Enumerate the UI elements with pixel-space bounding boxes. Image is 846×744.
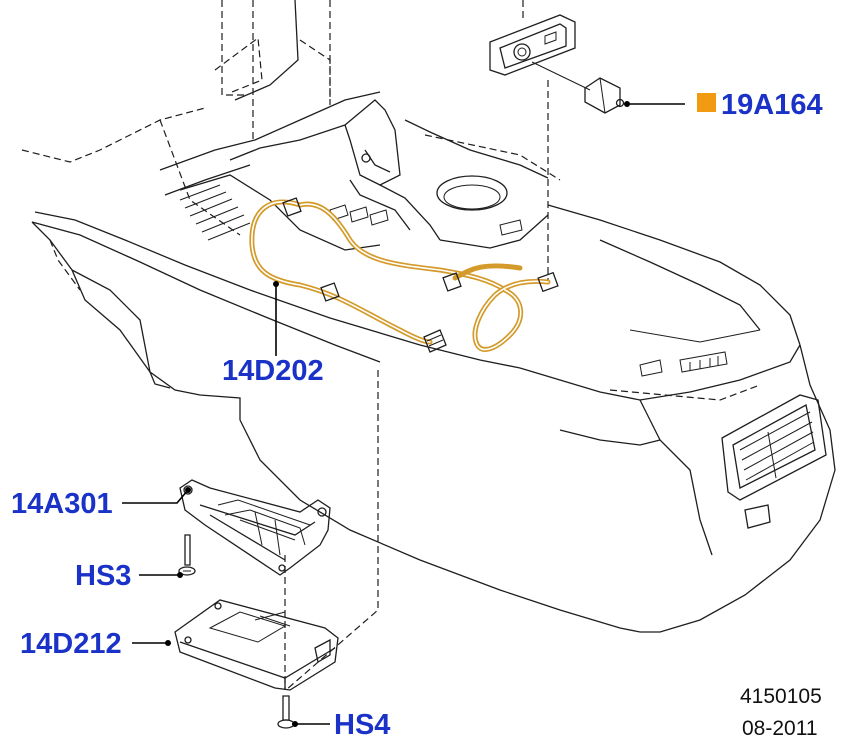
shift-boot-ribs — [179, 184, 251, 241]
callout-19a164: 19A164 — [721, 89, 823, 121]
callout-hs3: HS3 — [75, 560, 131, 592]
figure-number: 4150105 — [740, 685, 822, 708]
bracket-14a301 — [179, 479, 331, 576]
module-14d212 — [174, 599, 339, 691]
center-guide-lines — [252, 0, 549, 691]
callout-14d202: 14D202 — [222, 355, 324, 387]
wiring-harness-14d202 — [249, 197, 559, 353]
callout-hs4: HS4 — [334, 709, 390, 741]
callout-14d212: 14D212 — [20, 628, 122, 660]
floor-tunnel-outline — [21, 0, 381, 236]
screw-hs4 — [277, 695, 295, 729]
highlight-marker — [697, 93, 716, 112]
center-console — [31, 204, 836, 633]
screw-hs3 — [178, 534, 196, 576]
power-point-socket-part — [584, 77, 625, 114]
power-point-bezel — [489, 14, 591, 91]
callout-14a301: 14A301 — [11, 488, 113, 520]
figure-date: 08-2011 — [742, 717, 818, 740]
rear-vent-grille — [721, 394, 827, 529]
shifter-and-cupholder — [179, 99, 561, 251]
leader-lines — [122, 101, 685, 727]
